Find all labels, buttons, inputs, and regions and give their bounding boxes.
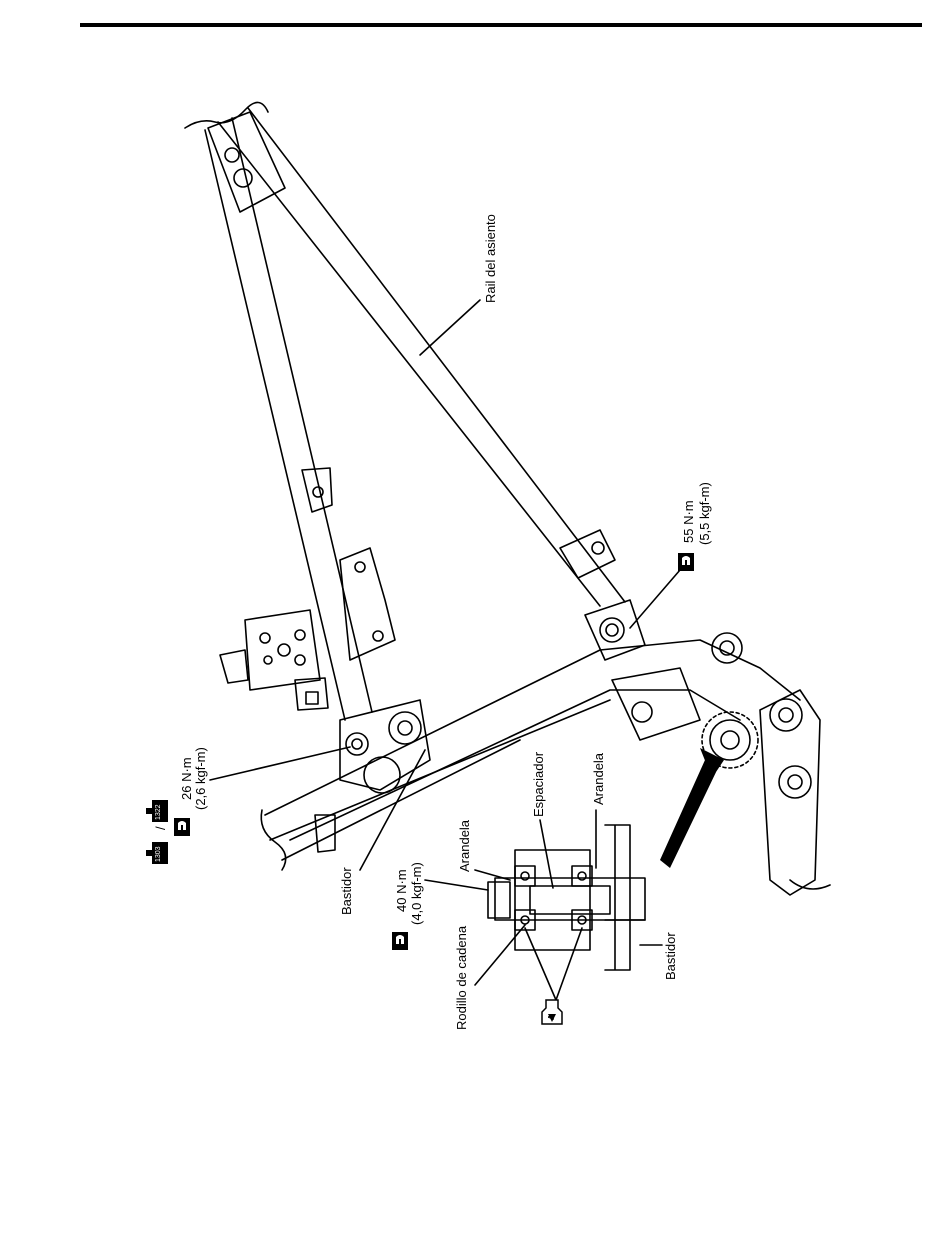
- pivot-nut: [632, 702, 652, 722]
- leader-55: [630, 570, 680, 628]
- leader-grease-1: [525, 928, 556, 1000]
- seat-rail-tube: [218, 108, 625, 606]
- plate-hole-4: [295, 630, 305, 640]
- top-plate-hole: [225, 148, 239, 162]
- bracket-upper: [302, 468, 332, 512]
- pointer-arrow: [660, 748, 724, 868]
- chain-roller-loc-inner: [721, 731, 739, 749]
- pivot-plate: [612, 668, 700, 740]
- bracket-mid: [340, 548, 395, 660]
- torque-40-kgf: (4,0 kgf-m): [410, 862, 423, 925]
- boss-center-hole: [398, 721, 412, 735]
- threadlock-icon: 1303: [146, 842, 168, 864]
- bracket-upper-hole: [313, 487, 323, 497]
- bracket-low-nut: [306, 692, 318, 704]
- plate-hole-3: [278, 644, 290, 656]
- rail-clamp-bolt: [592, 542, 604, 554]
- plate-hole-2: [264, 656, 272, 664]
- torque-26-kgf: (2,6 kgf-m): [194, 747, 207, 810]
- center-gusset: [340, 700, 430, 790]
- break-line-left: [261, 810, 285, 870]
- boss-center: [389, 712, 421, 744]
- seat-rail-label: Rail del asiento: [484, 214, 497, 303]
- bracket-plate: [245, 610, 320, 690]
- chain-roller-label: Rodillo de cadena: [455, 926, 468, 1030]
- bracket-mid-hole-2: [373, 631, 383, 641]
- pivot-eye-lower: [779, 766, 811, 798]
- washer-top-label: Arandela: [458, 820, 471, 872]
- leader-grease-2: [556, 928, 582, 1000]
- leader-seat-rail: [420, 300, 480, 355]
- washer-right-label: Arandela: [592, 753, 605, 805]
- top-plate-hole-2: [234, 169, 252, 187]
- chain-roller-loc: [710, 720, 750, 760]
- pivot-eye-lower-hole: [788, 775, 802, 789]
- spacer-label: Espaciador: [532, 752, 545, 817]
- torque-wrench-icon: [678, 553, 694, 571]
- grease-icon: A: [540, 998, 564, 1028]
- bolt-26-head: [346, 733, 368, 755]
- plate-tab: [220, 650, 248, 683]
- detail-bearing-b: [572, 866, 592, 886]
- bolt-26-inner: [352, 739, 362, 749]
- leader-bastidor: [360, 750, 425, 870]
- torque-wrench-icon: [174, 818, 190, 836]
- threadlock-separator: /: [154, 826, 167, 830]
- bolt-55-head: [600, 618, 624, 642]
- leader-40: [425, 880, 488, 890]
- pivot-eye-upper: [770, 699, 802, 731]
- bracket-mid-hole: [355, 562, 365, 572]
- frame-bottom-tube: [270, 700, 610, 860]
- break-line-right: [790, 880, 830, 889]
- torque-26-nm: 26 N·m: [180, 757, 193, 800]
- frame-label: Bastidor: [340, 867, 353, 915]
- pivot-eye-upper-hole: [779, 708, 793, 722]
- rail-joint: [585, 600, 645, 660]
- torque-40-nm: 40 N·m: [395, 869, 408, 912]
- detail-frame-plate: [605, 825, 645, 970]
- plate-hole-5: [295, 655, 305, 665]
- torque-55-kgf: (5,5 kgf-m): [698, 482, 711, 545]
- torque-55-nm: 55 N·m: [682, 500, 695, 543]
- top-plate: [208, 112, 285, 212]
- plate-hole-1: [260, 633, 270, 643]
- leader-rodillo: [475, 925, 525, 985]
- threadlock-icon: 1322: [146, 800, 168, 822]
- detail-bearing-a: [515, 866, 535, 886]
- detail-bolt-head: [488, 882, 510, 918]
- frame-detail-label: Bastidor: [664, 932, 677, 980]
- bolt-55-inner: [606, 624, 618, 636]
- cap-center: [364, 757, 400, 793]
- torque-wrench-icon: [392, 932, 408, 950]
- detail-spacer: [530, 886, 610, 914]
- leader-26: [210, 747, 350, 780]
- leader-arandela-top: [475, 870, 510, 880]
